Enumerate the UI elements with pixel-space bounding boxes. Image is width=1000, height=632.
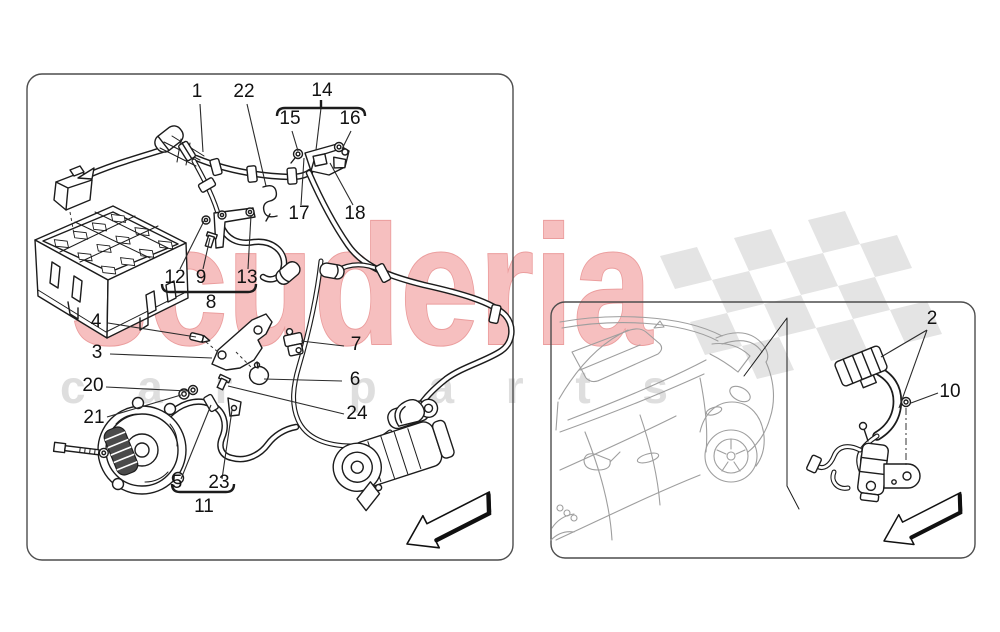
bolt-24 bbox=[216, 373, 232, 391]
s-clip-22 bbox=[262, 184, 278, 222]
callout-label-23: 23 bbox=[208, 472, 229, 493]
main-wiring-harness bbox=[82, 125, 511, 459]
decor-cell bbox=[808, 211, 860, 253]
callout-label-21: 21 bbox=[83, 407, 104, 428]
starter-motor bbox=[332, 398, 455, 512]
callout-label-10: 10 bbox=[939, 381, 960, 402]
harness-end-cap bbox=[154, 125, 184, 153]
callout-label-15: 15 bbox=[279, 108, 300, 129]
checkered-flag-icon bbox=[660, 211, 942, 379]
callout-label-13: 13 bbox=[236, 267, 257, 288]
cable-clamp bbox=[197, 157, 502, 413]
direction-arrow-icon bbox=[399, 484, 502, 560]
decor-cell bbox=[96, 243, 112, 253]
mounting-bracket bbox=[883, 463, 921, 489]
callout-leader-lines bbox=[105, 103, 939, 480]
callout-label-3: 3 bbox=[92, 342, 103, 363]
callout-labels: 1 22 14 15 16 17 18 12 9 13 8 4 3 20 21 … bbox=[82, 80, 960, 517]
callout-label-6: 6 bbox=[350, 369, 361, 390]
vehicle-outline bbox=[550, 316, 775, 541]
harness-connector bbox=[53, 165, 95, 235]
bracket-cluster-14 bbox=[290, 141, 350, 176]
watermark: scuderia car parts bbox=[60, 190, 668, 413]
group-brackets bbox=[160, 100, 367, 494]
callout-label-5: 5 bbox=[172, 472, 183, 493]
decor-cell bbox=[838, 277, 890, 319]
decor-cell bbox=[860, 235, 912, 277]
decor-cell bbox=[53, 239, 70, 249]
callout-label-22: 22 bbox=[233, 81, 254, 102]
callout-label-4: 4 bbox=[91, 311, 102, 332]
alternator-bolt bbox=[52, 441, 109, 459]
callout-label-24: 24 bbox=[346, 403, 368, 424]
bracket-cluster-8 bbox=[201, 207, 256, 249]
door-harness bbox=[806, 345, 921, 503]
decor-cell bbox=[77, 252, 93, 262]
decor-cell bbox=[764, 295, 816, 337]
callout-label-9: 9 bbox=[196, 267, 207, 288]
callout-label-16: 16 bbox=[339, 108, 360, 129]
door-harness-connector bbox=[834, 345, 888, 389]
vehicle-panel-frame bbox=[550, 301, 976, 559]
decor-cell bbox=[72, 230, 89, 240]
callout-label-17: 17 bbox=[288, 203, 309, 224]
decor-cell bbox=[816, 319, 868, 361]
callout-label-2: 2 bbox=[927, 308, 938, 329]
callout-label-12: 12 bbox=[164, 267, 185, 288]
cable-clip-6 bbox=[248, 361, 270, 386]
callout-label-18: 18 bbox=[344, 203, 365, 224]
decor-cell bbox=[119, 257, 136, 267]
decor-cell bbox=[134, 227, 150, 237]
mounting-plate bbox=[205, 313, 273, 371]
decor-cell bbox=[100, 265, 117, 275]
callout-label-1: 1 bbox=[192, 81, 203, 102]
decor-cell bbox=[712, 271, 764, 313]
decor-cell bbox=[734, 229, 786, 271]
decor-cell bbox=[890, 301, 942, 343]
decor-cell bbox=[786, 253, 838, 295]
decor-cell bbox=[91, 222, 108, 232]
callout-label-8: 8 bbox=[206, 292, 217, 313]
callout-label-20: 20 bbox=[82, 375, 103, 396]
alternator bbox=[52, 384, 199, 495]
pipe-bracket-23 bbox=[227, 397, 242, 417]
cable-bracket-7 bbox=[282, 327, 304, 357]
direction-arrow-icon bbox=[876, 485, 972, 556]
callout-label-14: 14 bbox=[311, 80, 333, 101]
watermark-brand-text: scuderia bbox=[70, 191, 653, 381]
vehicle-location-pointer bbox=[743, 317, 800, 510]
main-diagram-frame bbox=[26, 73, 514, 561]
callout-label-7: 7 bbox=[351, 334, 362, 355]
cable-terminal bbox=[275, 261, 345, 285]
decor-cell bbox=[690, 313, 742, 355]
door-latch-actuator bbox=[857, 442, 889, 503]
stud-bolt bbox=[189, 332, 211, 344]
decor-cell bbox=[157, 240, 174, 250]
decor-cell bbox=[660, 247, 712, 289]
starter-terminal-boot bbox=[394, 399, 426, 427]
callout-label-11: 11 bbox=[194, 496, 214, 517]
